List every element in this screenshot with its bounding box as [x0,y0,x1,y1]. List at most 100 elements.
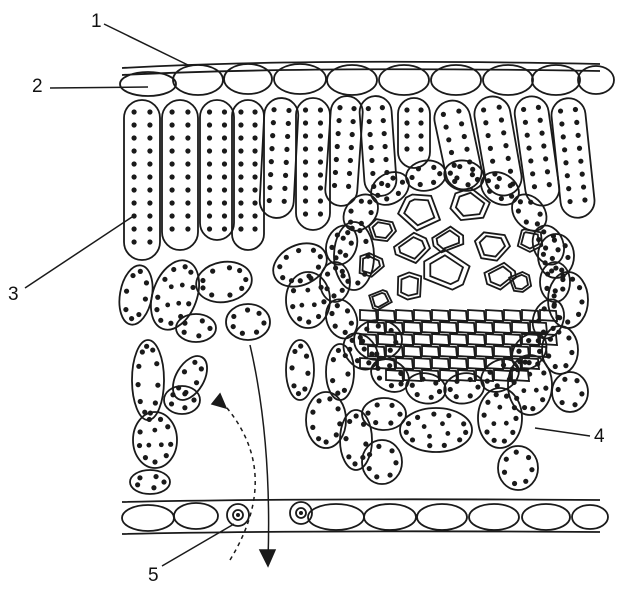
chloroplast [207,161,212,166]
chloroplast [486,133,491,138]
chloroplast [404,107,409,112]
chloroplast [327,396,332,401]
chloroplast [541,252,546,257]
chloroplast [359,199,364,204]
chloroplast [445,431,450,436]
chloroplast [186,301,191,306]
chloroplast [464,147,469,152]
chloroplast [459,121,464,126]
chloroplast [541,229,546,234]
chloroplast [305,288,310,293]
chloroplast [576,133,581,138]
chloroplast [316,314,321,319]
chloroplast [318,254,323,259]
chloroplast [185,226,190,231]
chloroplast [494,392,499,397]
lower-epidermis-cell [417,504,467,530]
chloroplast [495,184,500,189]
chloroplast [467,159,472,164]
chloroplast [485,379,490,384]
chloroplast [497,405,502,410]
chloroplast [545,271,550,276]
chloroplast [147,135,152,140]
chloroplast [318,198,323,203]
chloroplast [437,171,442,176]
chloroplast [207,109,212,114]
phloem-cell [414,334,431,345]
chloroplast [481,107,486,112]
chloroplast [379,181,384,186]
chloroplast [539,131,544,136]
chloroplast [169,226,174,231]
chloroplast [529,467,534,472]
palisade-cell [359,95,398,197]
chloroplast [331,357,336,362]
phloem-cell [378,310,395,321]
chloroplast [579,391,584,396]
chloroplast [176,385,181,390]
chloroplast [504,457,509,462]
chloroplast [284,147,289,152]
chloroplast [222,226,227,231]
chloroplast [565,319,570,324]
chloroplast [558,108,563,113]
chloroplast [200,285,205,290]
chloroplast [267,198,272,203]
chloroplast [291,383,296,388]
chloroplast [161,479,166,484]
chloroplast [373,420,378,425]
chloroplast [347,419,352,424]
chloroplast [207,213,212,218]
leader-line-1 [104,24,190,66]
chloroplast [526,145,531,150]
xylem-lumen [512,275,528,289]
phloem-cell [468,358,485,369]
chloroplast [333,255,338,260]
lower-epidermis-cell [572,505,608,529]
chloroplast [545,169,550,174]
chloroplast [536,237,541,242]
chloroplast [393,460,398,465]
chloroplast [158,318,163,323]
chloroplast [207,187,212,192]
chloroplast [147,161,152,166]
chloroplast [290,304,295,309]
label-1: 1 [91,12,102,31]
chloroplast [360,339,365,344]
chloroplast [491,421,496,426]
phloem-cell [432,334,449,345]
chloroplast [147,213,152,218]
chloroplast [563,160,568,165]
chloroplast [560,400,565,405]
chloroplast [245,307,250,312]
chloroplast [303,133,308,138]
chloroplast [252,148,257,153]
chloroplast [155,295,160,300]
chloroplast [207,226,212,231]
phloem-cell [414,310,431,321]
chloroplast [454,379,459,384]
chloroplast [497,105,502,110]
chloroplast [252,109,257,114]
chloroplast [409,175,414,180]
chloroplast [299,303,304,308]
chloroplast [190,285,195,290]
chloroplast [131,200,136,205]
chloroplast [404,120,409,125]
chloroplast [231,314,236,319]
chloroplast [551,326,556,331]
chloroplast [318,172,323,177]
chloroplast [375,402,380,407]
chloroplast [504,394,509,399]
chloroplast [196,333,201,338]
phloem-cell [486,358,503,369]
chloroplast [514,396,519,401]
chloroplast [547,182,552,187]
chloroplast [506,156,511,161]
chloroplast [418,120,423,125]
chloroplast [351,106,356,111]
chloroplast [535,221,540,226]
chloroplast [143,296,148,301]
chloroplast [390,175,395,180]
xylem-lumen [401,276,418,296]
